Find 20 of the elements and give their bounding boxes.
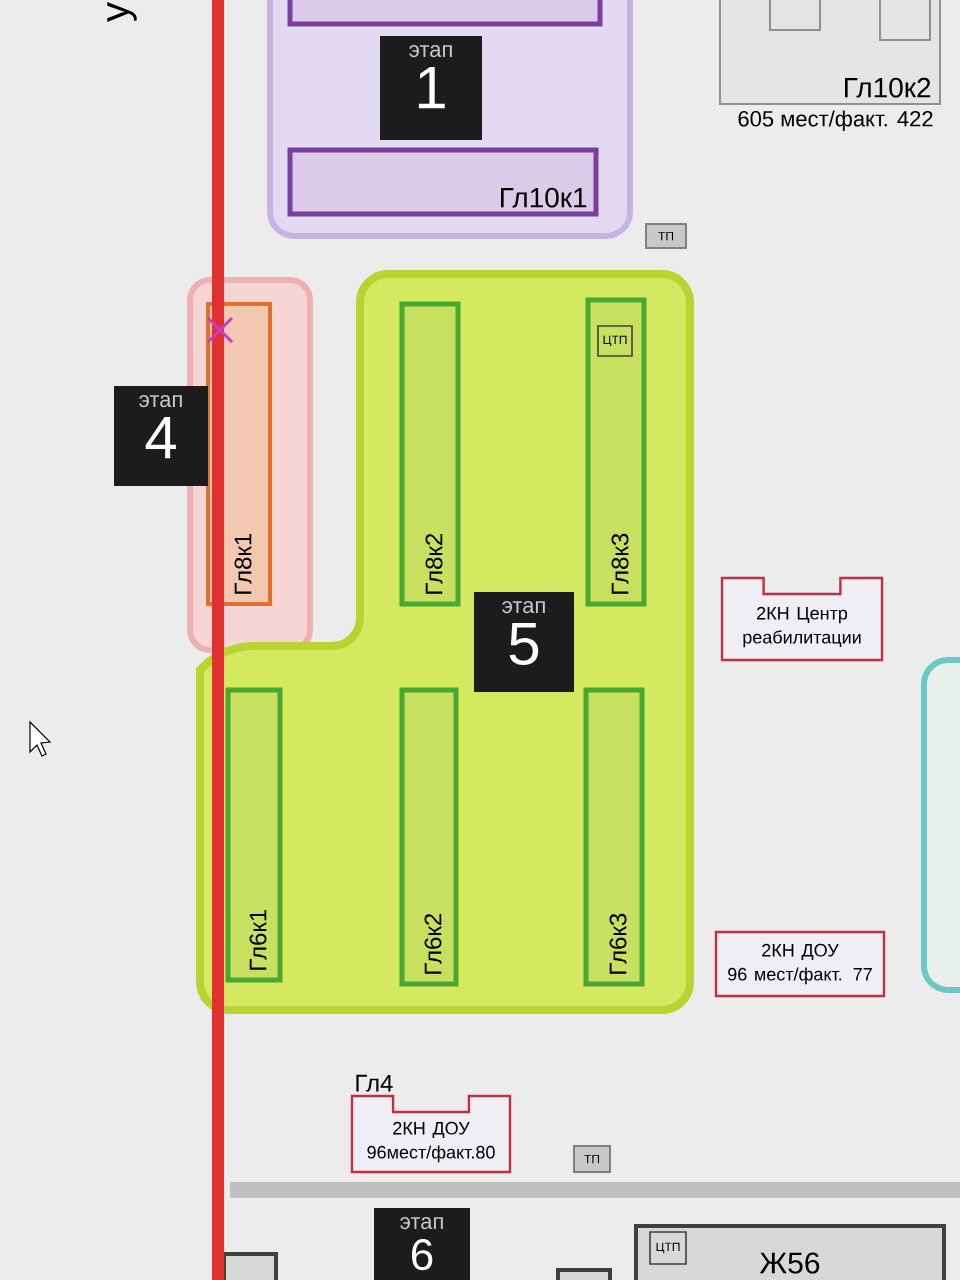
stage-zone <box>921 657 960 993</box>
stage-badge: этап 5 <box>474 592 574 692</box>
building-block <box>556 1268 612 1280</box>
facility-box: Гл4 2КН ДОУ 96мест/факт.80 <box>350 1074 512 1174</box>
street-label: у <box>107 2 137 22</box>
stage-badge: этап 4 <box>114 386 208 486</box>
building-block <box>222 1252 278 1280</box>
building-block: Гл6к1 <box>225 687 283 983</box>
stage-badge: этап 1 <box>380 36 482 140</box>
building-block <box>287 0 603 27</box>
building-block: Гл6к3 <box>583 687 645 987</box>
node-label: 605 мест/факт. 422 <box>738 110 933 131</box>
building-block: Гл8к2 <box>399 301 461 607</box>
facility-box: 2КН Центр реабилитации <box>720 576 884 662</box>
building-block: Гл6к2 <box>399 687 459 987</box>
node-label: Гл4 <box>356 1074 393 1092</box>
facility-box: 2КН ДОУ 96 мест/факт. 77 <box>714 930 886 998</box>
building-block: Гл10к1 <box>287 147 599 217</box>
building-block: Гл10к2 605 мест/факт. 422 <box>719 0 941 131</box>
stage-badge: этап 6 <box>374 1208 470 1280</box>
